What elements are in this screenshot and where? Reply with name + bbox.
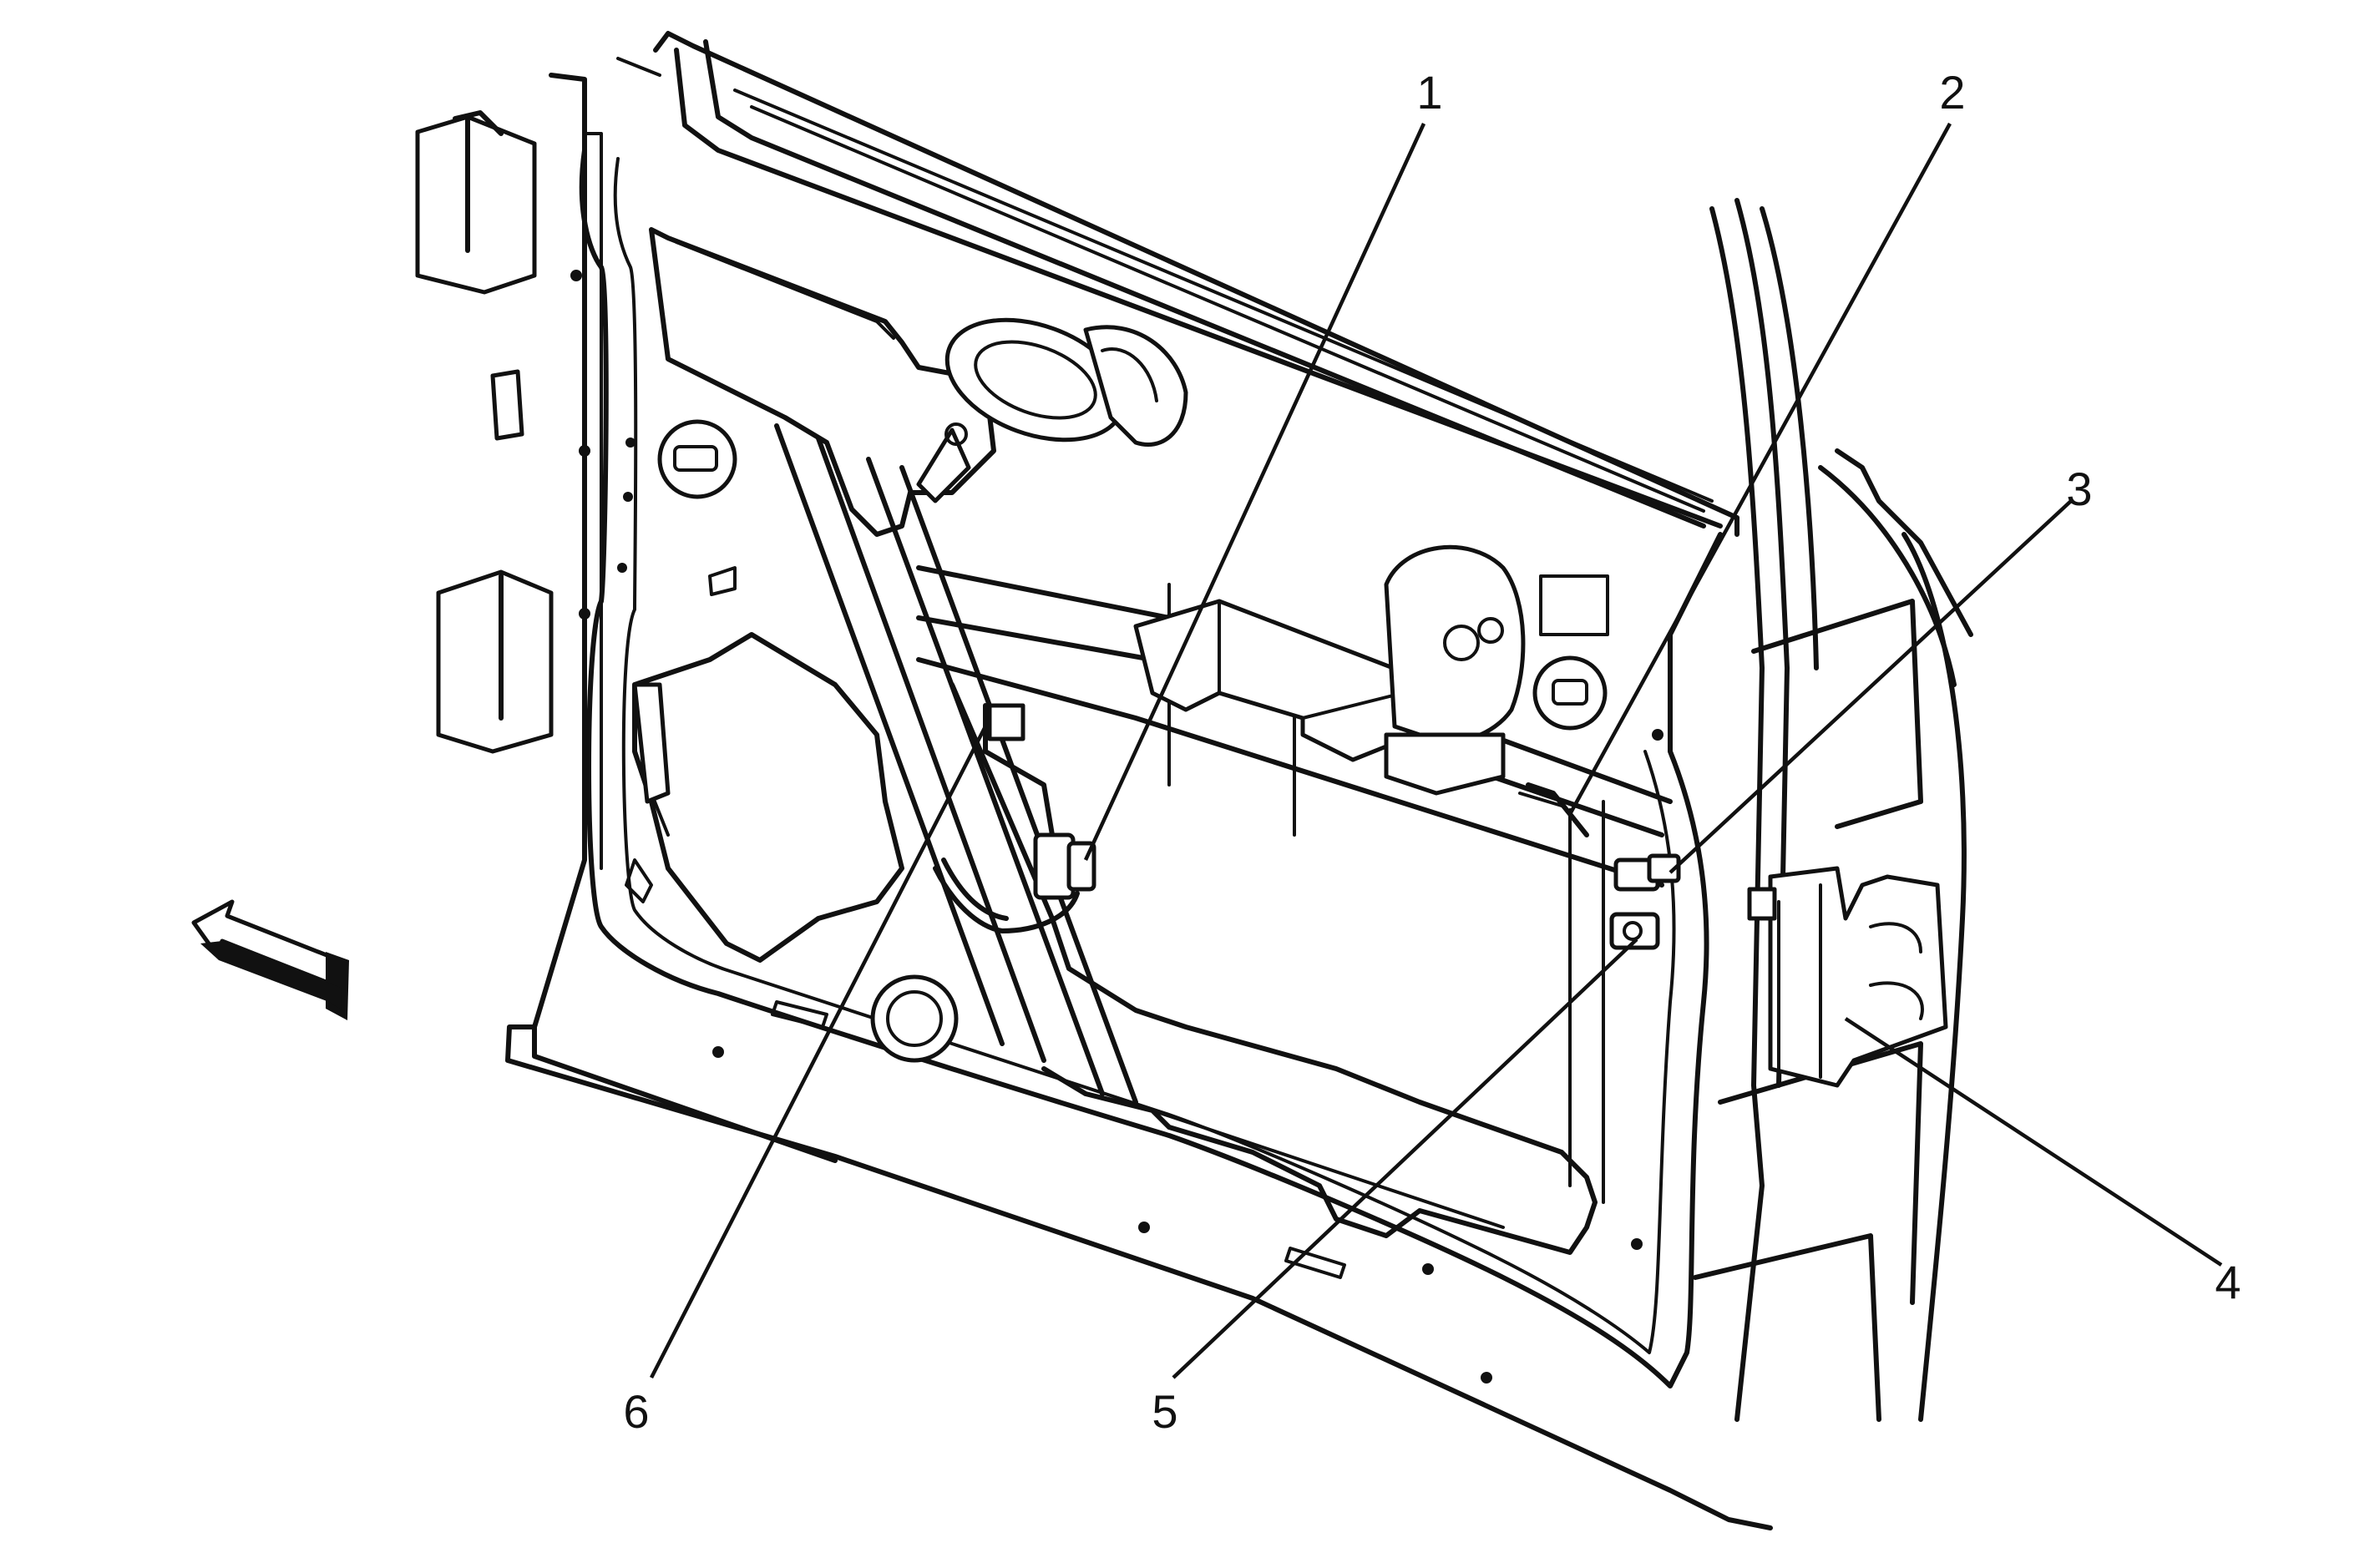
regulator-bracket [1133, 599, 1439, 762]
upper-hinge [415, 110, 537, 295]
window-frame [616, 31, 1739, 537]
door-outer-shell [505, 73, 1773, 1530]
door-latch-assembly [1747, 866, 1948, 1088]
wiring-harness-right [1518, 782, 1681, 950]
wiring-harness-left [933, 703, 1096, 933]
callout-4: 4 [2215, 1256, 2241, 1308]
lock-access-cover [1384, 544, 1526, 796]
panel-holes [570, 270, 1663, 1383]
panel-grommets [657, 419, 1609, 1063]
callout-6: 6 [623, 1385, 649, 1438]
callout-1: 1 [1416, 66, 1442, 119]
forward-arrow-icon [191, 899, 349, 1020]
callout-leaders [649, 122, 2223, 1379]
inside-door-handle [916, 317, 1188, 503]
lower-access-opening [949, 682, 1605, 1255]
callout-2: 2 [1939, 66, 1965, 119]
window-regulator-rail [774, 423, 1138, 1105]
callout-3: 3 [2066, 463, 2092, 515]
lower-hinge [436, 569, 554, 754]
b-pillar-trim [1693, 198, 1973, 1422]
upper-hinge-clip [490, 369, 524, 441]
speaker-opening [625, 632, 904, 963]
callout-5: 5 [1152, 1385, 1177, 1438]
inner-door-panel [579, 148, 1723, 1389]
